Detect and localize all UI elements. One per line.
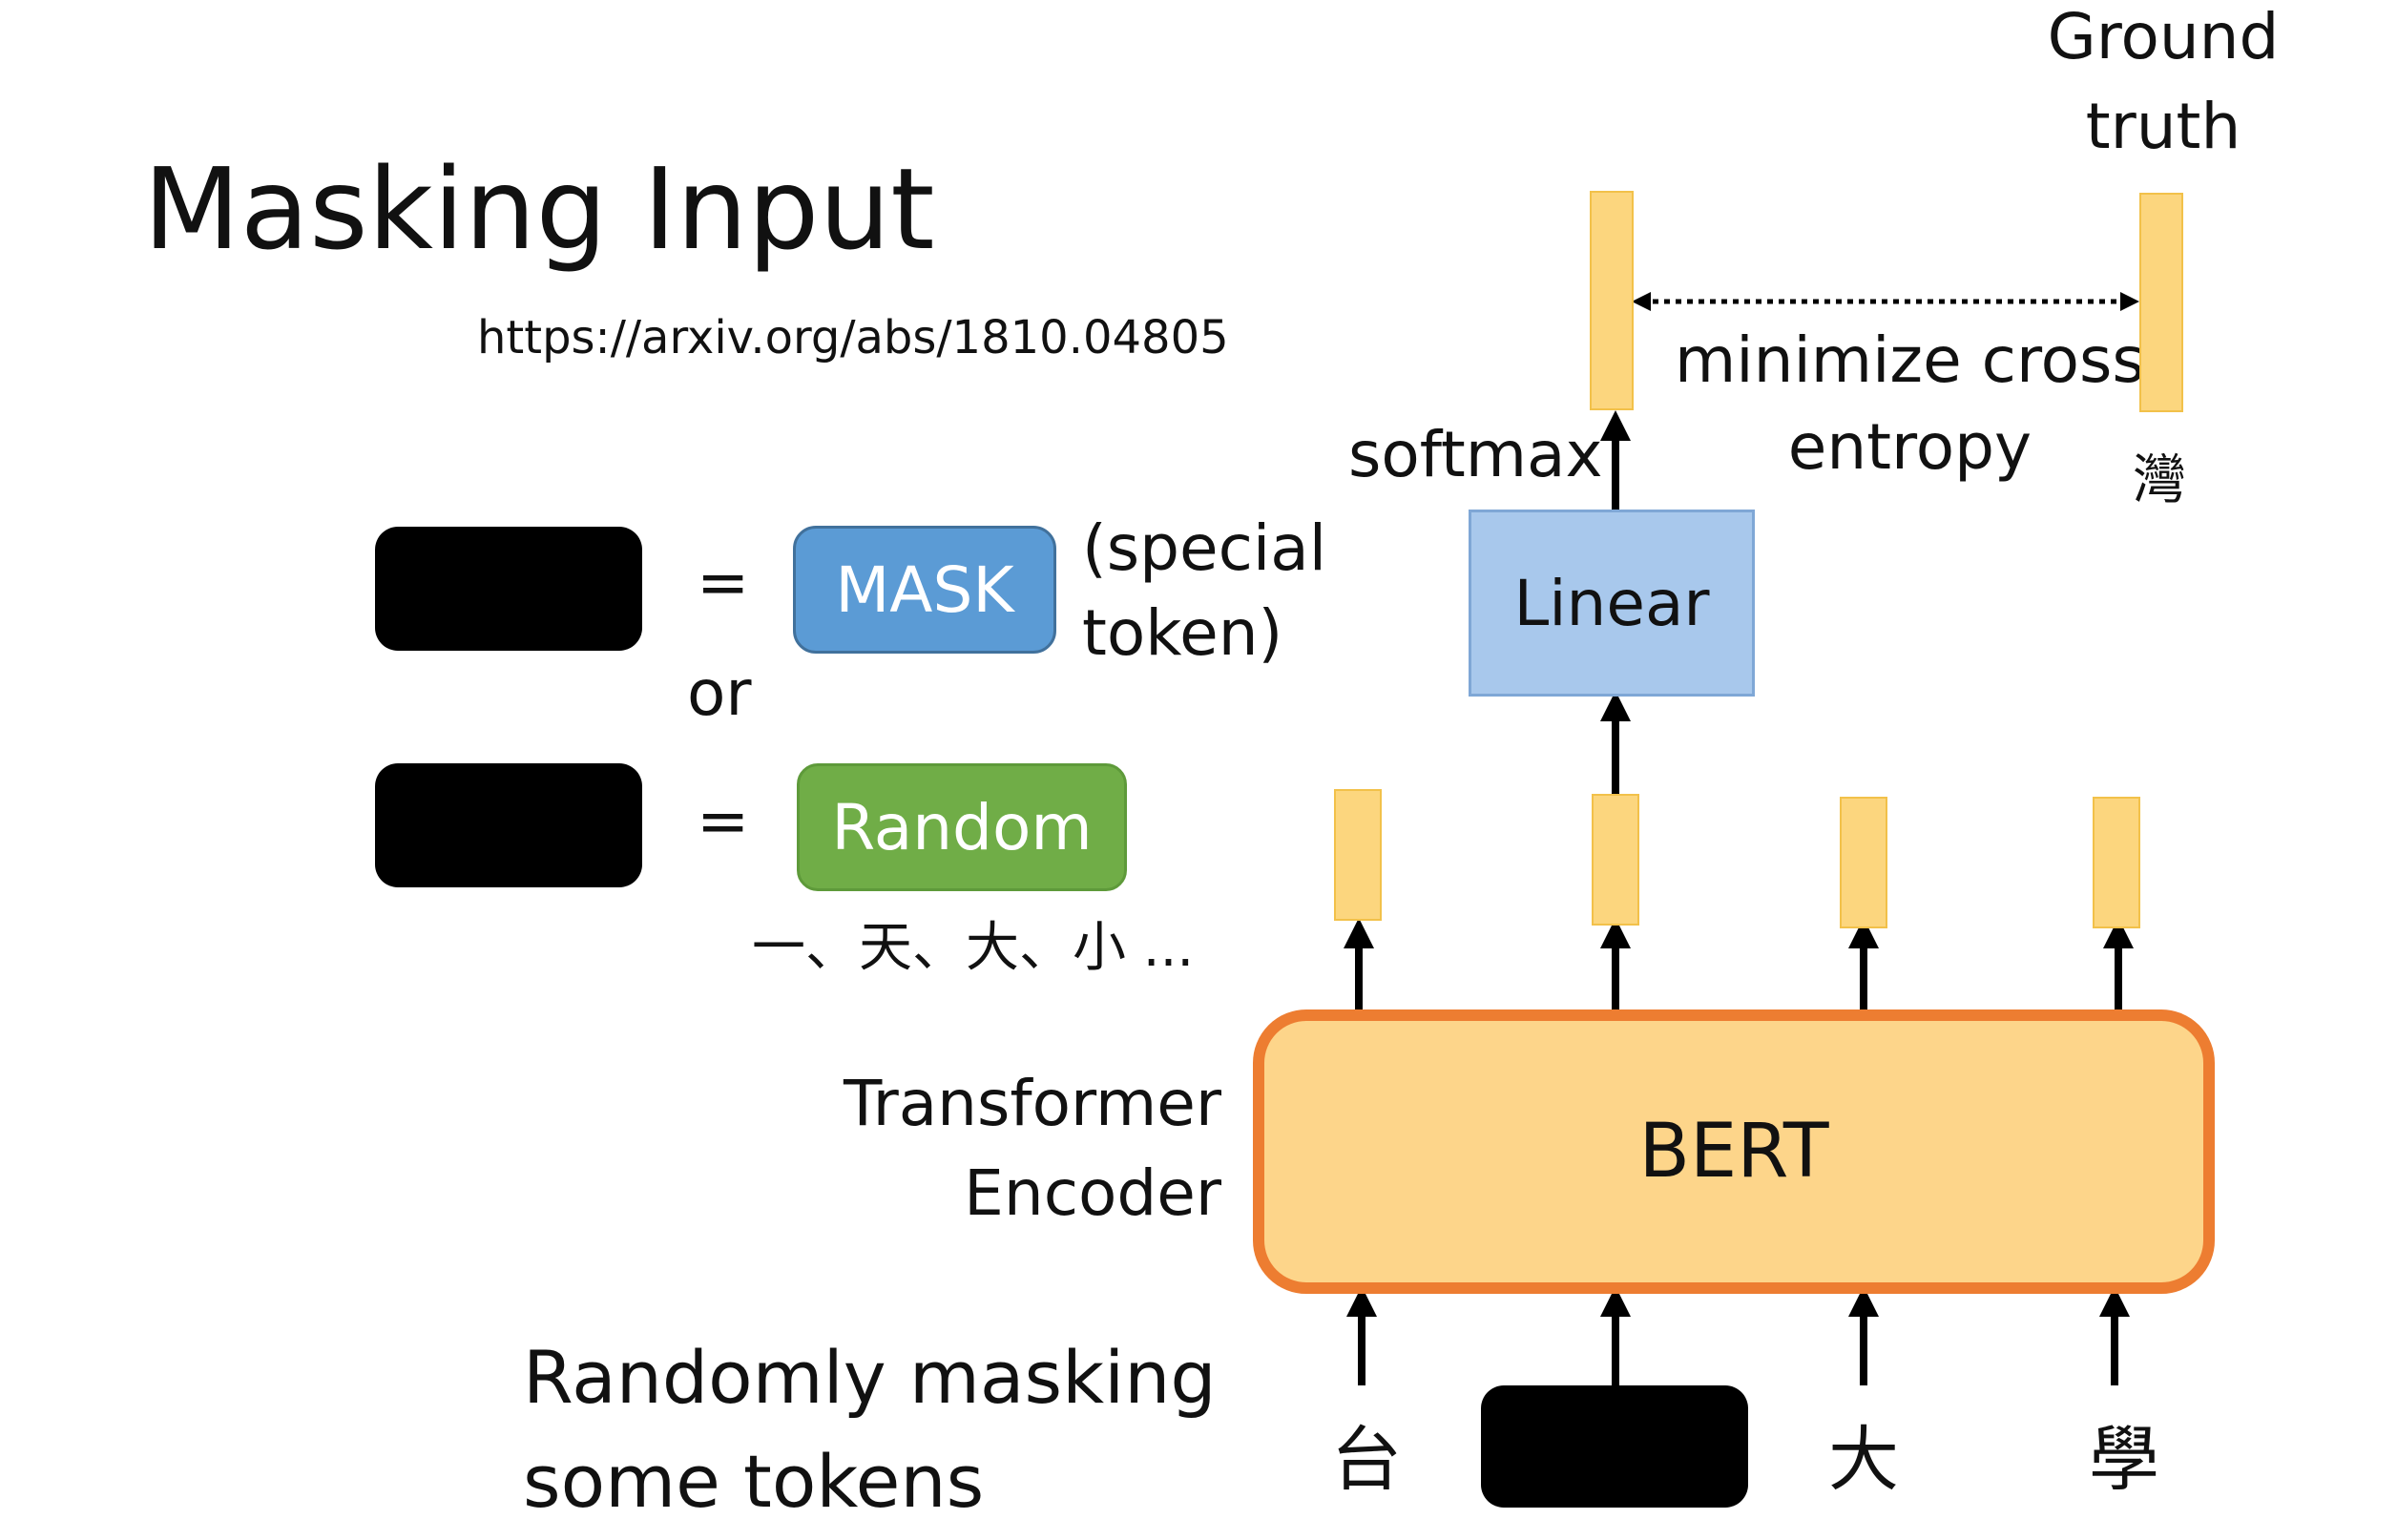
ground-truth-label-line-2: truth <box>2085 89 2241 163</box>
masked-input-token <box>1481 1385 1748 1508</box>
input-token: 大 <box>1828 1419 1899 1501</box>
encoder-label-line-1: Transformer <box>843 1067 1221 1140</box>
encoder-label-line-2: Encoder <box>964 1155 1221 1230</box>
input-token: 學 <box>2089 1419 2159 1501</box>
random-token-examples: 一、天、大、小 ... <box>752 917 1195 979</box>
cross-entropy-label: minimize cross entropy <box>1675 317 2145 490</box>
random-token: Random <box>797 763 1127 891</box>
page-title: Masking Input <box>143 143 935 275</box>
ground-truth-label-line-1: Ground <box>2047 0 2280 73</box>
input-token: 台 <box>1331 1419 1402 1501</box>
special-token-note-line-2: token) <box>1082 596 1283 671</box>
masked-token-block <box>375 763 642 887</box>
caption: Randomly masking some tokens <box>523 1326 1217 1533</box>
random-token-label: Random <box>831 790 1093 864</box>
mask-token-label: MASK <box>835 552 1014 627</box>
special-token-note: (special token) <box>1082 506 1326 676</box>
encoder-label: Transformer Encoder <box>821 1059 1221 1238</box>
equals-sign: = <box>697 784 750 858</box>
output-vector <box>2093 797 2140 928</box>
linear-label: Linear <box>1513 566 1710 640</box>
output-vector <box>1592 794 1639 926</box>
mask-token: MASK <box>793 526 1056 654</box>
caption-line-2: some tokens <box>523 1438 985 1524</box>
or-label: or <box>687 656 752 730</box>
softmax-label: softmax <box>1348 418 1603 491</box>
output-vector <box>1334 789 1382 921</box>
bert-label: BERT <box>1638 1109 1829 1195</box>
ground-truth-token: 灣 <box>2133 449 2186 511</box>
output-vector <box>1840 797 1887 928</box>
cross-entropy-label-line-1: minimize cross <box>1675 323 2145 397</box>
ground-truth-vector <box>2139 193 2183 412</box>
ground-truth-label: Ground truth <box>2044 0 2282 171</box>
equals-sign: = <box>697 546 750 619</box>
caption-line-1: Randomly masking <box>523 1335 1217 1420</box>
special-token-note-line-1: (special <box>1082 511 1327 585</box>
cross-entropy-label-line-2: entropy <box>1787 410 2032 485</box>
masked-token-block <box>375 527 642 651</box>
linear-layer: Linear <box>1469 510 1755 697</box>
softmax-output-vector <box>1590 191 1634 410</box>
bert-encoder: BERT <box>1253 1009 2215 1294</box>
paper-link[interactable]: https://arxiv.org/abs/1810.04805 <box>477 311 1229 364</box>
